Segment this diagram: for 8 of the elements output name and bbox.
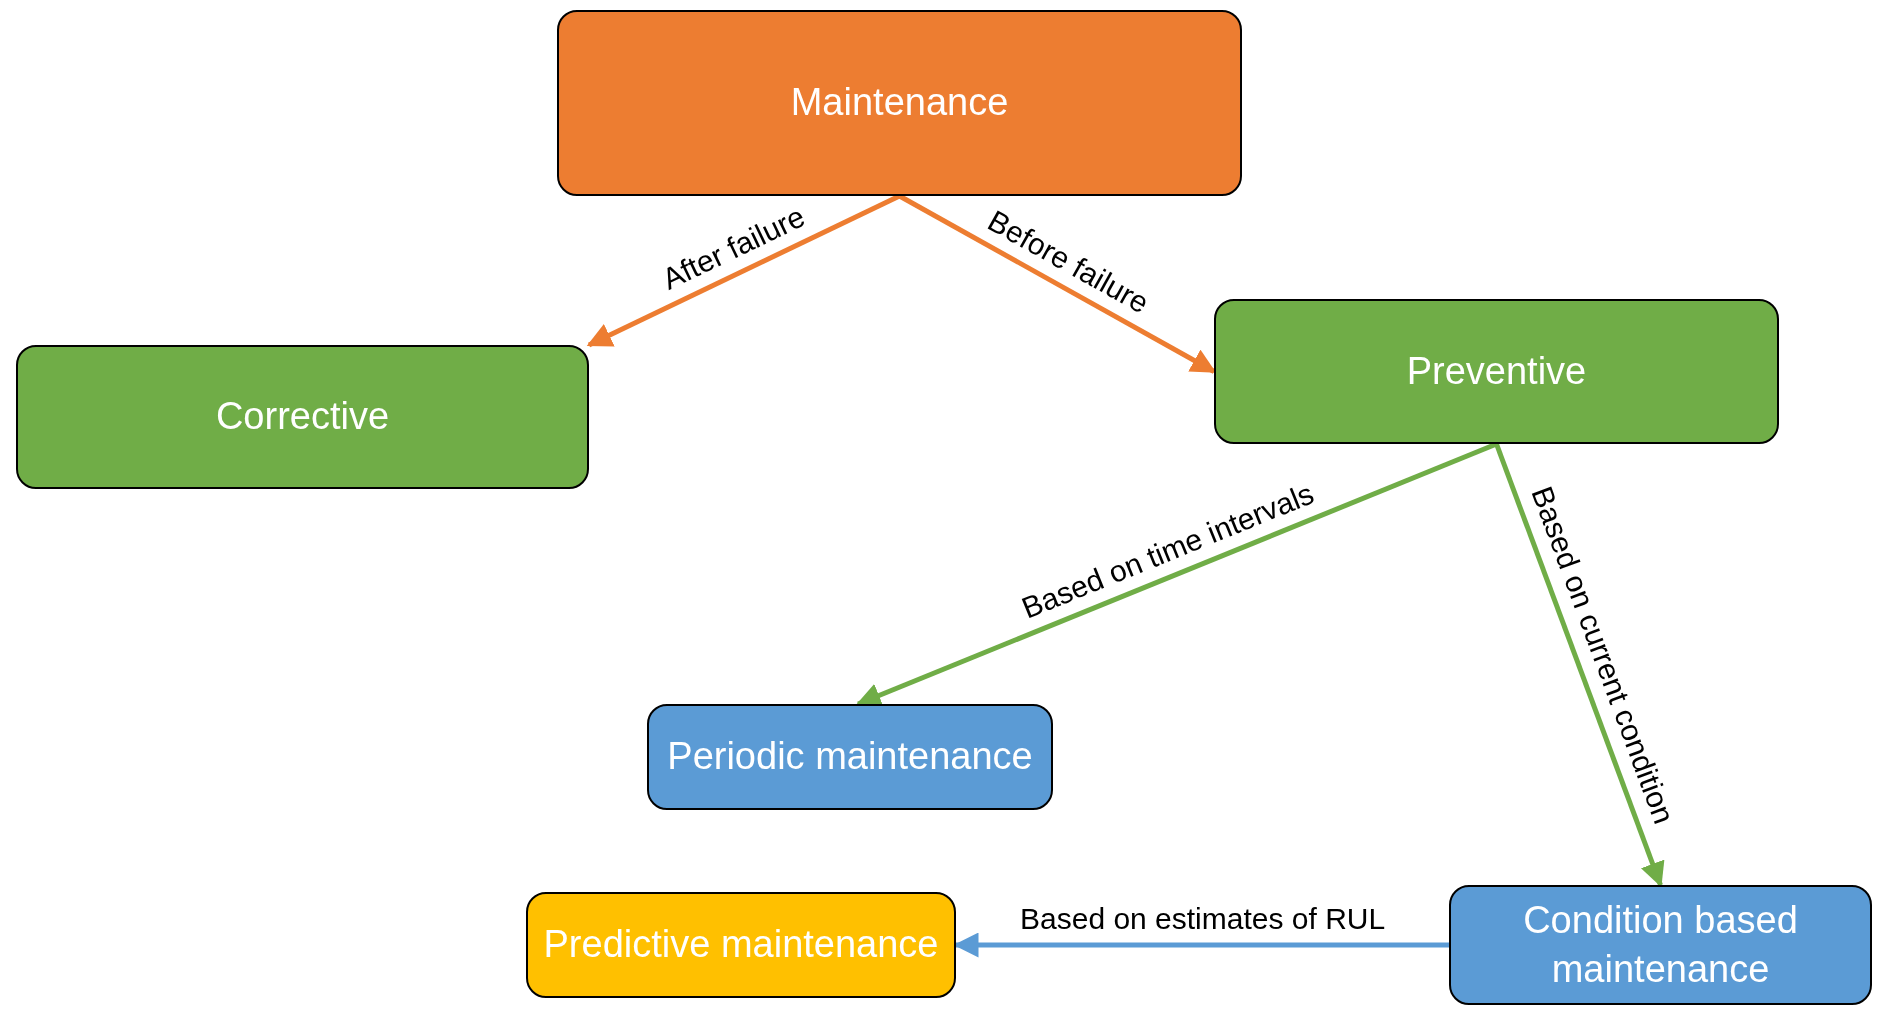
process-box: Predictive maintenance <box>526 892 956 998</box>
arrow <box>586 193 901 348</box>
process-box: Condition based maintenance <box>1449 885 1872 1005</box>
process-box: Maintenance <box>557 10 1242 196</box>
process-box: Preventive <box>1214 299 1779 444</box>
arrow <box>1494 443 1665 888</box>
process-box: Periodic maintenance <box>647 704 1053 810</box>
process-box: Corrective <box>16 345 589 489</box>
